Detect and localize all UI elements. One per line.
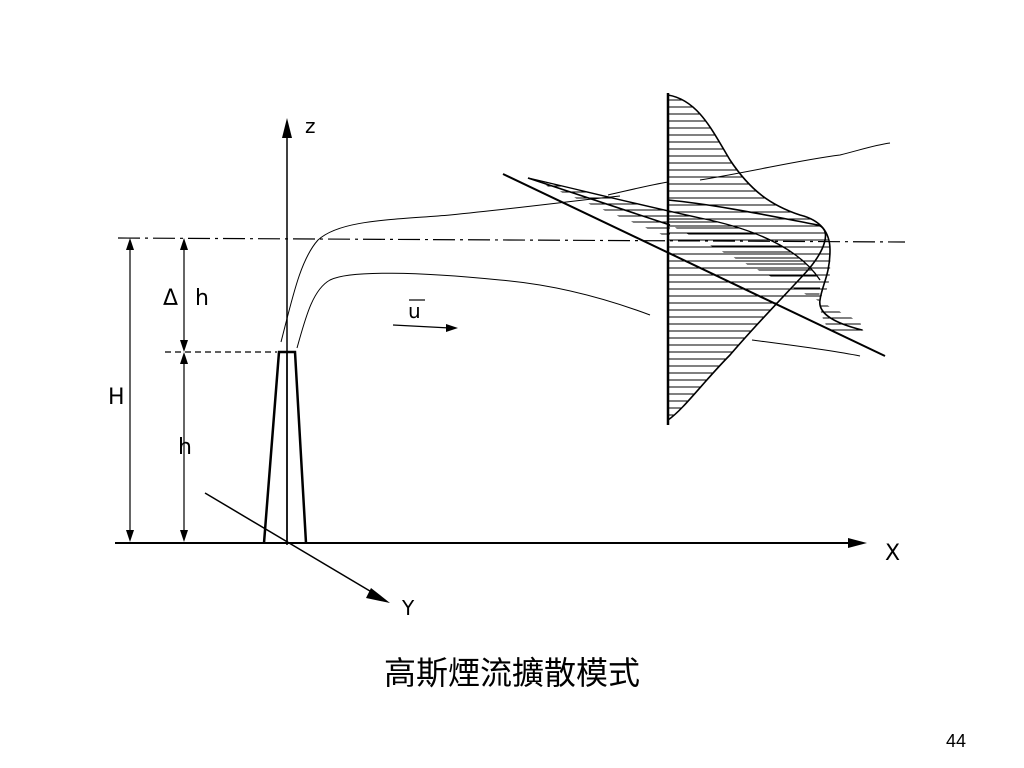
y-axis	[204, 492, 390, 603]
vertical-gaussian-profile	[666, 93, 863, 425]
diagram-caption: 高斯煙流擴散模式	[383, 654, 640, 692]
x-axis-label: X	[885, 541, 900, 566]
z-axis-label: z	[305, 114, 316, 138]
effective-height-label: H	[108, 385, 125, 410]
wind-vector	[392, 299, 458, 332]
plume-rise-dimension	[180, 238, 188, 352]
stack-height-label: h	[178, 435, 192, 460]
page-number: 44	[945, 731, 966, 751]
wind-speed-label: u	[408, 299, 421, 323]
plume-rise-delta-symbol: Δ	[163, 286, 178, 311]
plume-rise-h-label: h	[195, 286, 209, 311]
plume-boundaries	[280, 142, 891, 357]
plume-centerline	[117, 237, 906, 243]
chimney-stack	[262, 350, 308, 544]
x-axis	[115, 538, 867, 548]
stack-height-dimension	[180, 352, 188, 542]
crosswind-gaussian-profile	[502, 173, 886, 357]
effective-height-dimension	[126, 238, 134, 542]
y-axis-label: Y	[401, 596, 415, 620]
